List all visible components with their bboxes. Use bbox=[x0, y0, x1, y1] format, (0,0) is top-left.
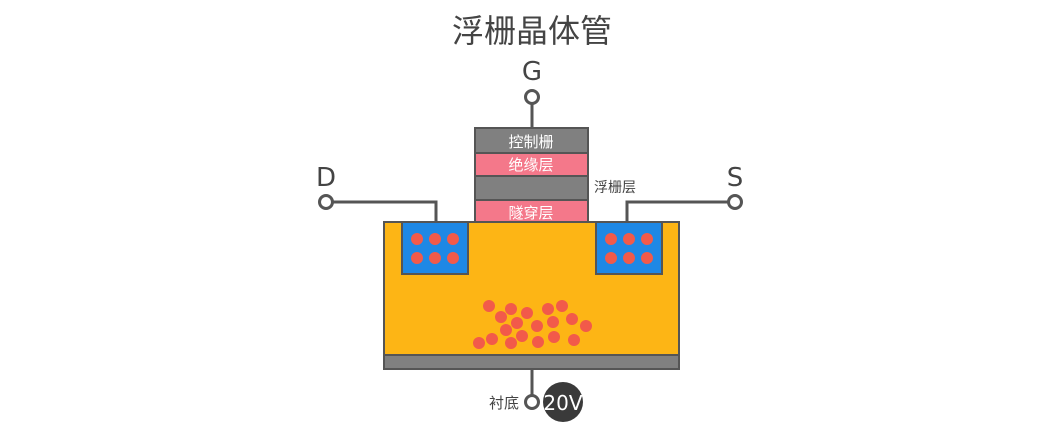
electron bbox=[516, 330, 528, 342]
electron bbox=[447, 252, 459, 264]
diagram-title: 浮栅晶体管 bbox=[452, 12, 612, 50]
floating-gate-layer bbox=[474, 175, 589, 201]
electron bbox=[623, 233, 635, 245]
substrate-electron-cluster bbox=[473, 300, 592, 349]
substrate-base-layer bbox=[383, 354, 680, 370]
drain-electrons bbox=[411, 233, 459, 264]
drain-wire bbox=[332, 200, 438, 222]
electron bbox=[623, 252, 635, 264]
source-n-region bbox=[595, 221, 663, 275]
electron bbox=[532, 336, 544, 348]
control-gate-label: 控制栅 bbox=[508, 133, 553, 151]
electron bbox=[548, 331, 560, 343]
electron bbox=[568, 334, 580, 346]
electron bbox=[505, 337, 517, 349]
electron bbox=[547, 316, 559, 328]
insulation-layer-label: 绝缘层 bbox=[508, 156, 553, 174]
electron bbox=[641, 252, 653, 264]
drain-terminal-node bbox=[318, 194, 334, 210]
substrate-terminal-node bbox=[524, 394, 540, 410]
electron bbox=[605, 233, 617, 245]
electron bbox=[495, 311, 507, 323]
electron bbox=[500, 324, 512, 336]
electron bbox=[511, 317, 523, 329]
electron bbox=[473, 337, 485, 349]
substrate-terminal-label: 衬底 bbox=[489, 394, 519, 412]
electron bbox=[542, 303, 554, 315]
voltage-badge-label: 20V bbox=[543, 391, 582, 415]
source-terminal-label: S bbox=[727, 163, 744, 193]
electron bbox=[556, 300, 568, 312]
electron bbox=[483, 300, 495, 312]
gate-terminal-node bbox=[524, 89, 540, 105]
electron bbox=[411, 233, 423, 245]
electron bbox=[580, 320, 592, 332]
electron bbox=[605, 252, 617, 264]
electron bbox=[531, 320, 543, 332]
floating-gate-label: 浮栅层 bbox=[594, 180, 636, 196]
source-electrons bbox=[605, 233, 653, 264]
electron bbox=[411, 252, 423, 264]
voltage-badge bbox=[543, 382, 583, 422]
tunnel-layer-label: 隧穿层 bbox=[508, 204, 553, 222]
electron bbox=[566, 313, 578, 325]
electron bbox=[447, 233, 459, 245]
electron bbox=[429, 252, 441, 264]
electron bbox=[641, 233, 653, 245]
source-terminal-node bbox=[727, 194, 743, 210]
drain-n-region bbox=[401, 221, 469, 275]
gate-terminal-label: G bbox=[522, 57, 542, 87]
drain-terminal-label: D bbox=[316, 163, 336, 193]
electron bbox=[486, 333, 498, 345]
electron bbox=[505, 303, 517, 315]
electron bbox=[521, 307, 533, 319]
electron bbox=[429, 233, 441, 245]
source-wire bbox=[625, 200, 729, 222]
